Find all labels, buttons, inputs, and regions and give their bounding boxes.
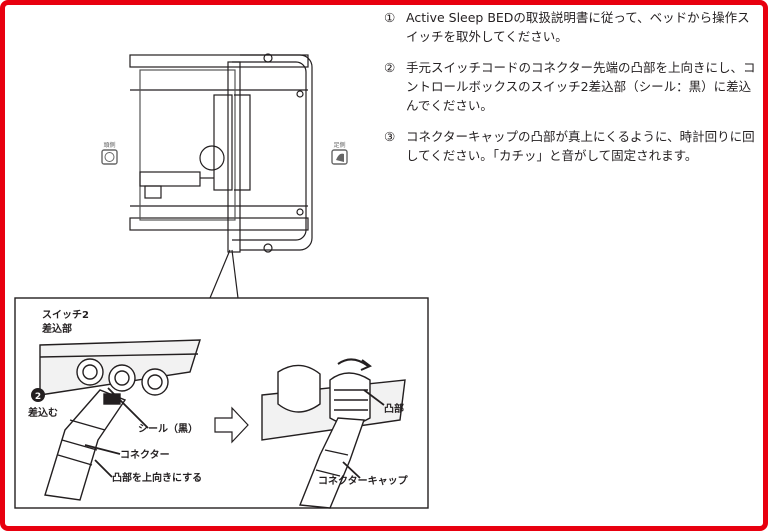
instruction-list: ① Active Sleep BEDの取扱説明書に従って、ベッドから操作スイッチ…: [384, 8, 756, 177]
connector-cap-label: コネクターキャップ: [318, 474, 409, 487]
step-text: コネクターキャップの凸部が真上にくるように、時計回りに回してください。「カチッ」…: [406, 129, 755, 163]
seal-label: シール（黒）: [138, 422, 198, 435]
step-2-badge: [31, 388, 45, 402]
convex-label: 凸部: [384, 402, 404, 415]
convex-up-label: 凸部を上向きにする: [112, 471, 202, 484]
step-text: Active Sleep BEDの取扱説明書に従って、ベッドから操作スイッチを取…: [406, 10, 750, 44]
instruction-step-1: ① Active Sleep BEDの取扱説明書に従って、ベッドから操作スイッチ…: [384, 8, 756, 46]
connector-label: コネクター: [120, 449, 170, 461]
instruction-step-3: ③ コネクターキャップの凸部が真上にくるように、時計回りに回してください。「カチ…: [384, 127, 756, 165]
switch-2-label: スイッチ2: [42, 309, 89, 321]
instruction-step-2: ② 手元スイッチコードのコネクター先端の凸部を上向きにし、コントロールボックスの…: [384, 58, 756, 115]
right-arrow-icon: [214, 406, 249, 444]
step-text: 手元スイッチコードのコネクター先端の凸部を上向きにし、コントロールボックスのスイ…: [406, 60, 756, 113]
step-2-badge-text: 2: [35, 392, 41, 402]
foot-side-icon: 足側: [331, 141, 348, 165]
foot-side-label: 足側: [333, 141, 345, 149]
head-side-label: 頭側: [103, 141, 115, 149]
head-side-icon: 頭側: [101, 141, 118, 165]
insert-label: 差込む: [28, 406, 58, 419]
step-number: ①: [384, 10, 396, 25]
step-number: ③: [384, 129, 396, 144]
step-number: ②: [384, 60, 396, 75]
switch-2-insert-label: 差込部: [42, 322, 72, 335]
